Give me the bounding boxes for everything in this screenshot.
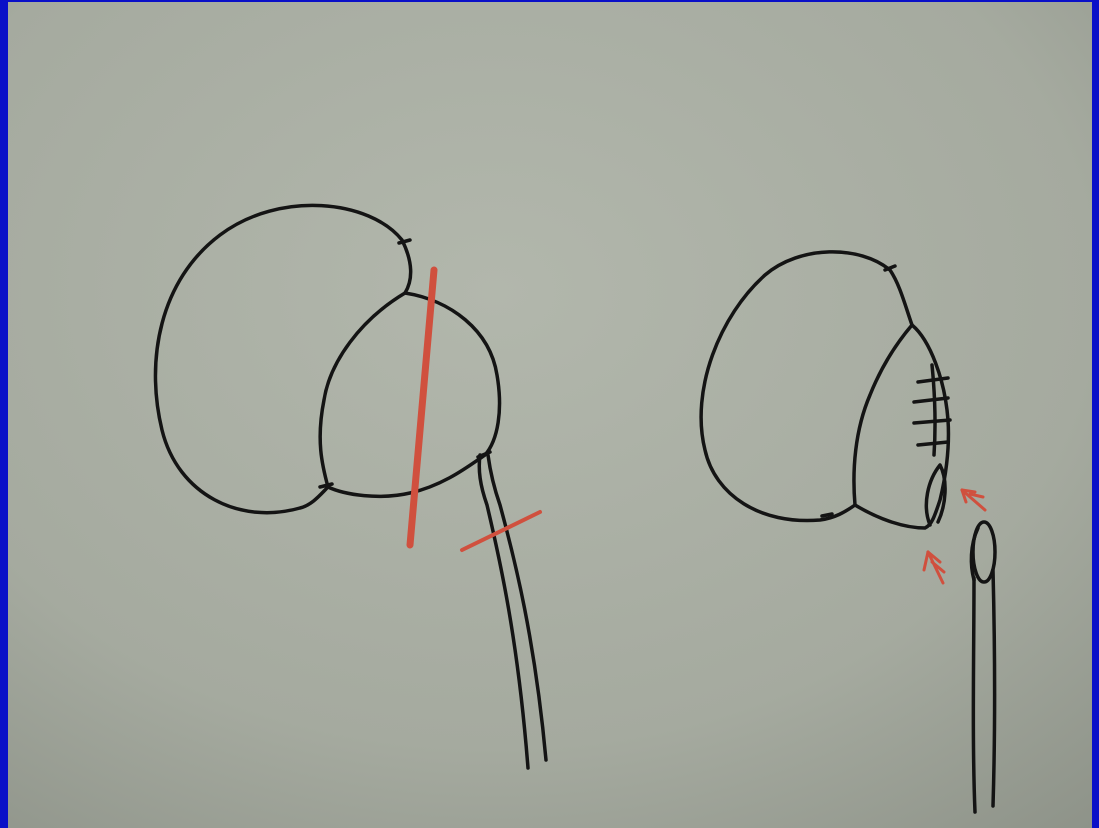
right-kidney-notch-bottom — [822, 514, 832, 516]
paper-background — [8, 2, 1092, 828]
right-ureter-inner — [993, 570, 995, 806]
hand-drawn-diagram — [8, 2, 1092, 828]
right-ureter-outer — [973, 578, 975, 812]
